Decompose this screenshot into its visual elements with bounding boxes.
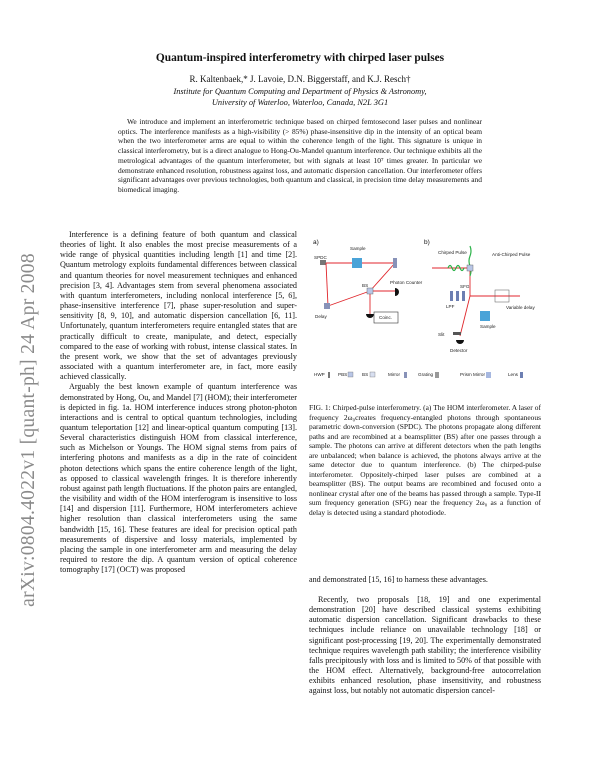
sample-b: [480, 311, 490, 321]
photon-counter-1: [395, 288, 399, 296]
variable-delay-label: Variable delay: [506, 305, 535, 310]
affiliation-line-1: Institute for Quantum Computing and Depa…: [173, 87, 427, 96]
delay-mirror: [324, 303, 330, 309]
legend-mirror: Mirror: [388, 372, 400, 377]
abstract: We introduce and implement an interferom…: [118, 117, 482, 194]
panel-b-label: b): [424, 239, 430, 246]
bs-b: [466, 264, 474, 272]
legend-grating: Grating: [418, 372, 434, 377]
chirped-pulse-label: Chirped Pulse: [438, 250, 467, 255]
delay-label: Delay: [315, 314, 327, 319]
mirror-a1: [393, 258, 397, 268]
slit-label: Slit: [438, 332, 445, 337]
legend-bs: BS: [362, 372, 368, 377]
figure-1: a) SPDC Sample Delay BS Photon Counter C…: [313, 239, 535, 378]
spdc-crystal: [320, 260, 326, 265]
photon-counter-label: Photon Counter: [390, 280, 423, 285]
lens-2: [456, 291, 459, 301]
slit: [453, 332, 461, 335]
variable-delay: [494, 289, 510, 303]
detector: [456, 340, 464, 344]
affiliation-line-2: University of Waterloo, Waterloo, Canada…: [211, 98, 389, 107]
right-column-continuation: and demonstrated [15, 16] to harness the…: [309, 575, 541, 585]
lens-3: [462, 291, 465, 301]
photon-counter-2: [366, 314, 374, 318]
panel-a-label: a): [313, 239, 319, 246]
right-column: Recently, two proposals [18, 19] and one…: [309, 595, 541, 697]
hom-paragraph: Arguably the best known example of quant…: [60, 382, 297, 575]
left-column: Interference is a defining feature of bo…: [60, 230, 297, 575]
legend-pbs: PBS: [338, 372, 347, 377]
figure-legend: HWP PBS BS Mirror Grating Prism Mirror L…: [314, 371, 523, 378]
lens-1: [450, 291, 453, 301]
coinc-box: [373, 311, 399, 324]
bs-a: [366, 287, 374, 295]
author-list: R. Kaltenbaek,* J. Lavoie, D.N. Biggerst…: [189, 74, 411, 84]
spdc-label: SPDC: [314, 255, 327, 260]
detector-label: Detector: [450, 348, 468, 353]
sample-a: [352, 258, 362, 268]
legend-lens: Lens: [508, 372, 519, 377]
affiliation: Institute for Quantum Computing and Depa…: [0, 86, 600, 108]
legend-hwp: HWP: [314, 372, 325, 377]
figure-caption: FIG. 1: Chirped-pulse interferometry. (a…: [309, 403, 541, 518]
bs-label: BS: [362, 283, 368, 288]
paper-title: Quantum-inspired interferometry with chi…: [155, 52, 445, 64]
anti-chirped-pulse-label: Anti-Chirped Pulse: [492, 252, 531, 257]
lpf-label: LPF: [446, 304, 455, 309]
arxiv-sidebar: arXiv:0804.4022v1 [quant-ph] 24 Apr 2008: [14, 210, 44, 650]
intro-paragraph: Interference is a defining feature of bo…: [60, 230, 297, 382]
recent-proposals-paragraph: Recently, two proposals [18, 19] and one…: [309, 595, 541, 696]
continuation-text: and demonstrated [15, 16] to harness the…: [309, 575, 488, 584]
sample-a-label: Sample: [350, 246, 366, 251]
sfg-label: SFG: [460, 284, 470, 289]
arxiv-identifier: arXiv:0804.4022v1 [quant-ph] 24 Apr 2008: [18, 253, 39, 607]
chirped-pulse-wave: [447, 264, 465, 272]
sample-b-label: Sample: [480, 324, 496, 329]
coinc-label: Coinc.: [379, 315, 392, 320]
legend-prism-mirror: Prism Mirror: [460, 372, 485, 377]
